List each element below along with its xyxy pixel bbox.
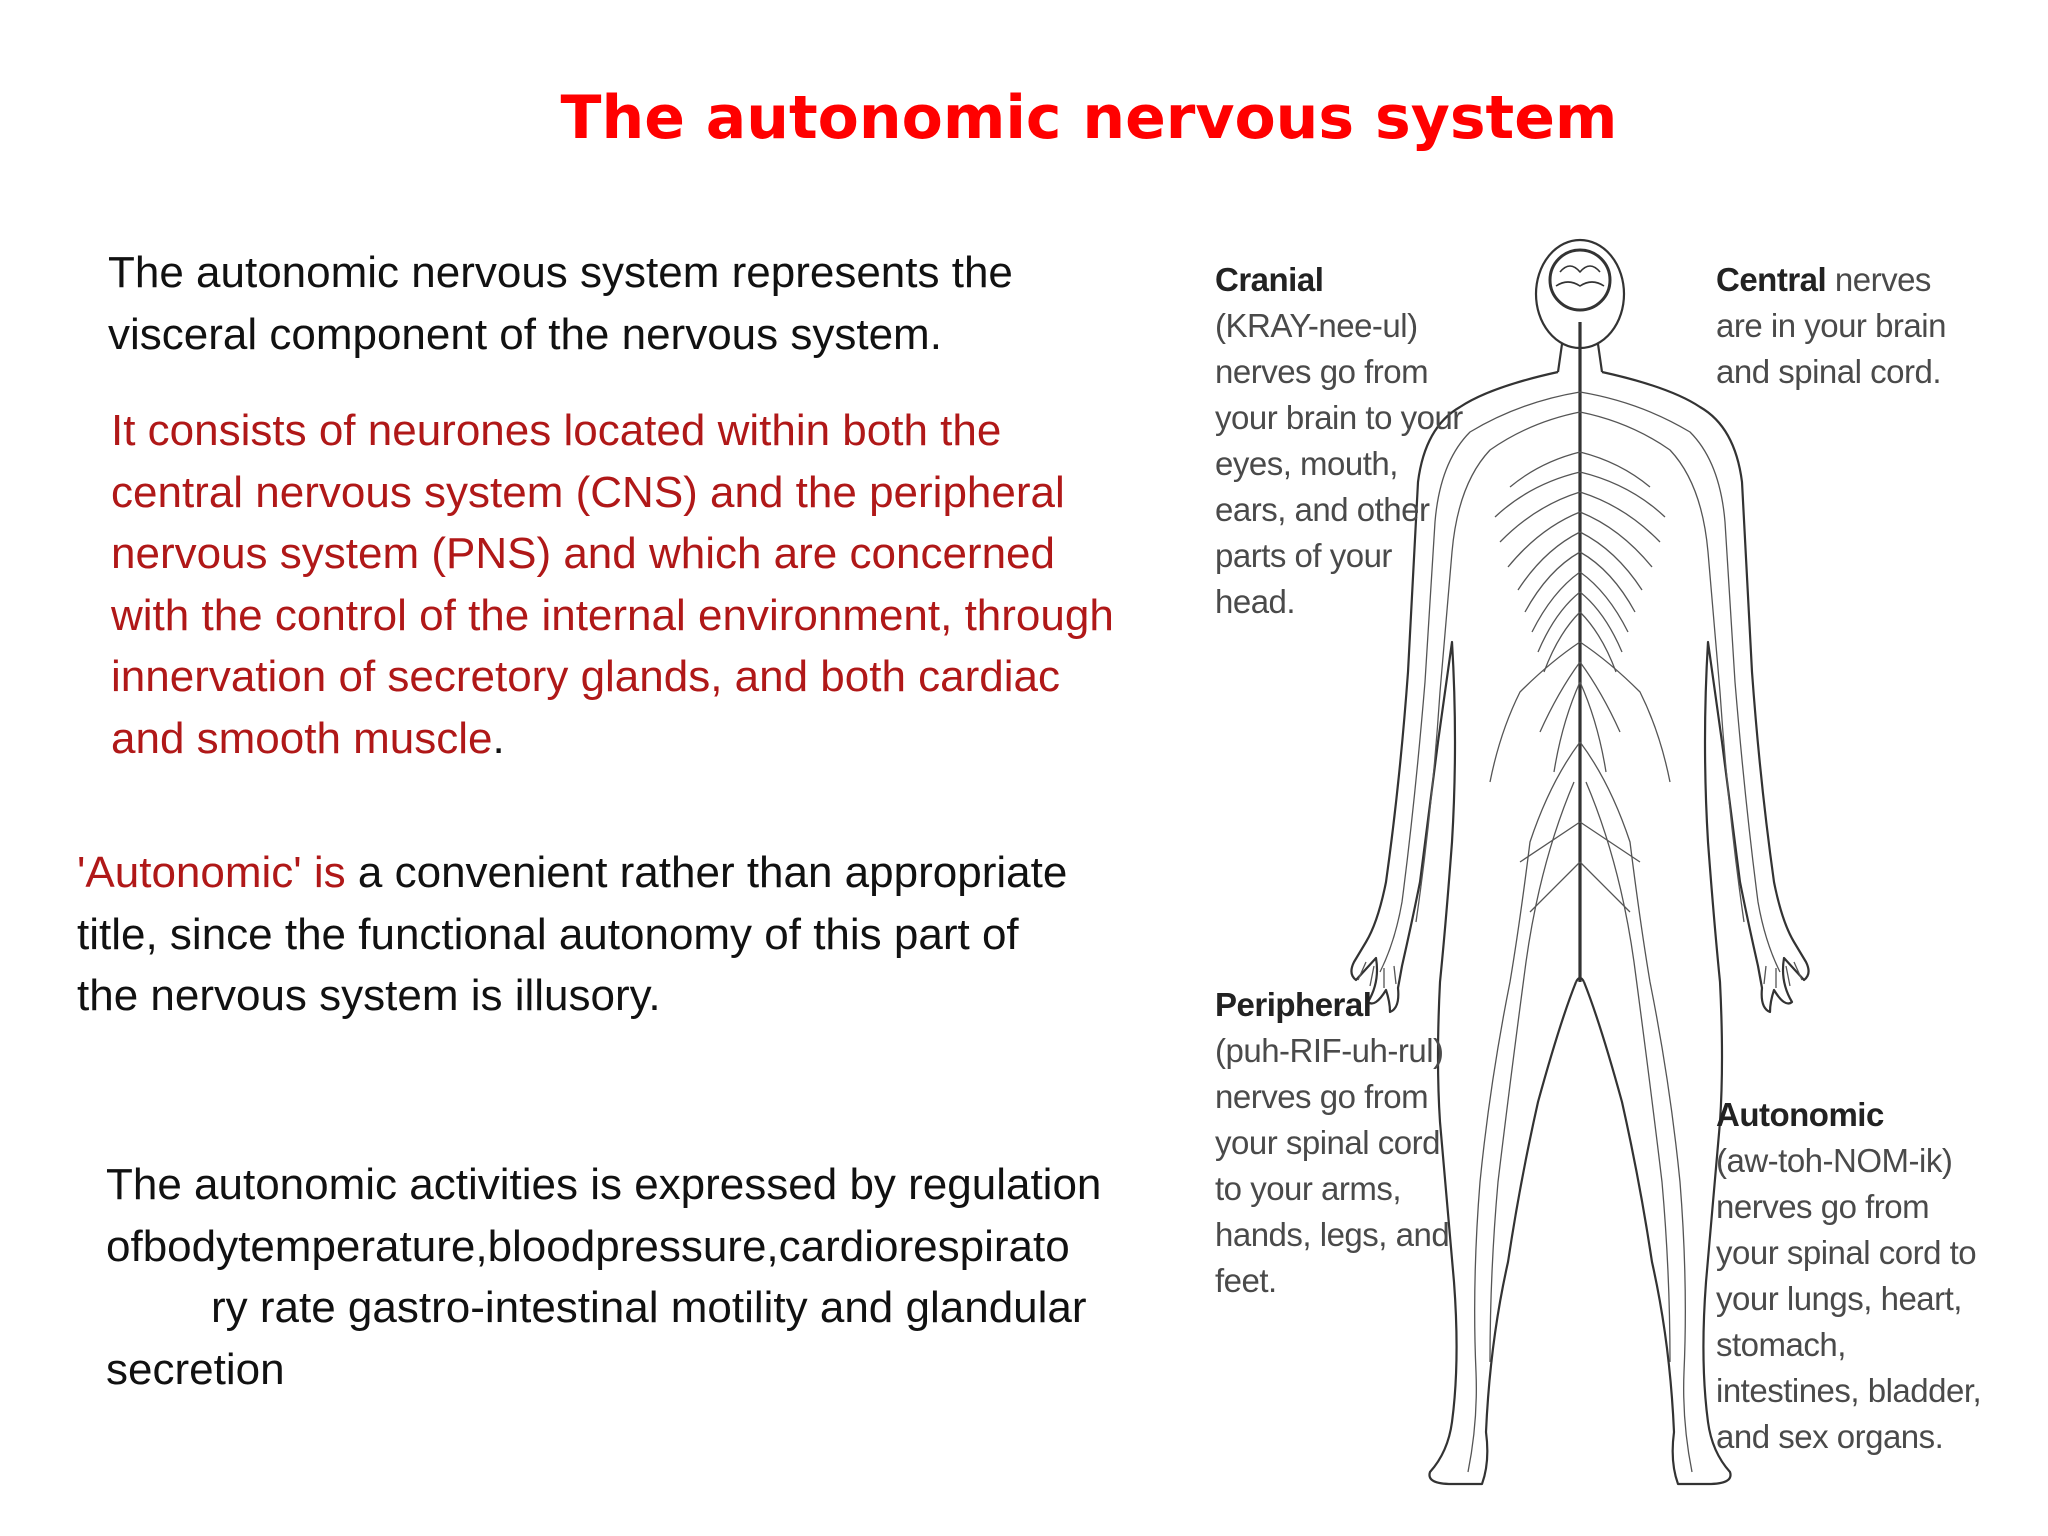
paragraph-components-highlight: It consists of neurones located within b… — [111, 406, 1114, 763]
caption-central-text: nerves are in your brain and spinal cord… — [1716, 261, 1946, 390]
paragraph-components: It consists of neurones located within b… — [111, 400, 1131, 769]
paragraph-autonomic-note: 'Autonomic' is a convenient rather than … — [77, 842, 1077, 1027]
caption-autonomic-text: (aw-toh-NOM-ik) nerves go from your spin… — [1716, 1142, 1982, 1455]
caption-cranial-term: Cranial — [1215, 261, 1324, 298]
caption-central-term: Central — [1716, 261, 1827, 298]
caption-cranial: Cranial (KRAY-nee-ul) nerves go from your… — [1215, 257, 1475, 625]
caption-peripheral-text: (puh-RIF-uh-rul) nerves go from your spi… — [1215, 1032, 1450, 1299]
paragraph-activities: The autonomic activities is expressed by… — [106, 1154, 1176, 1400]
caption-peripheral: Peripheral (puh-RIF-uh-rul) nerves go fro… — [1215, 982, 1475, 1304]
caption-peripheral-term: Peripheral — [1215, 986, 1372, 1023]
autonomic-note-text: a convenient rather than appropriate tit… — [77, 848, 1068, 1020]
caption-cranial-text: (KRAY-nee-ul) nerves go from your brain … — [1215, 307, 1463, 620]
autonomic-term-highlight: 'Autonomic' is — [77, 848, 346, 897]
brain-icon — [1548, 248, 1612, 312]
body-left-outline — [1350, 370, 1578, 1486]
activities-line-2: ry rate gastro-intestinal motility and g… — [106, 1283, 1087, 1394]
activities-line-1: The autonomic activities is expressed by… — [106, 1160, 1102, 1271]
paragraph-components-end: . — [492, 713, 505, 763]
caption-autonomic: Autonomic (aw-toh-NOM-ik) nerves go from … — [1716, 1092, 1990, 1460]
paragraph-definition: The autonomic nervous system represents … — [108, 248, 1013, 359]
slide-title: The autonomic nervous system — [560, 83, 1618, 153]
caption-central: Central nerves are in your brain and spi… — [1716, 257, 1976, 395]
body-right-outline — [1582, 370, 1810, 1486]
body-nervous-illustration — [1350, 238, 1810, 1486]
caption-autonomic-term: Autonomic — [1716, 1096, 1884, 1133]
nervous-system-figure: Cranial (KRAY-nee-ul) nerves go from your… — [1190, 222, 1990, 1507]
